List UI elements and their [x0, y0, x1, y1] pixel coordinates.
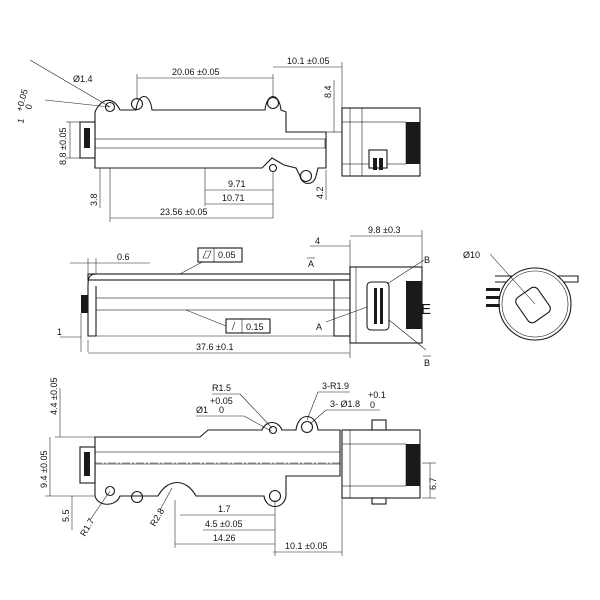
side-frame-top: [87, 273, 351, 281]
top-dim-20-06: 20.06 ±0.05: [172, 67, 219, 77]
bottom-dim-tol-top: +0.05: [210, 396, 233, 406]
bottom-dim-tol2-top: +0.1: [368, 390, 386, 400]
top-frame-outline: [94, 95, 327, 185]
top-dim-hole-diameter: Ø1.4: [73, 74, 93, 84]
bottom-dim-10-1: 10.1 ±0.05: [285, 541, 327, 551]
side-dim-4: 4: [315, 236, 320, 246]
bottom-hole-1: [268, 425, 278, 435]
bottom-dim-d1: Ø1: [196, 405, 208, 415]
side-dim-0-6: 0.6: [117, 252, 130, 262]
bottom-dim-9-4: 9.4 ±0.05: [39, 451, 49, 488]
bottom-dim-5-5: 5.5: [61, 509, 71, 522]
end-view: Ø10: [463, 250, 579, 341]
top-dim-8-4: 8.4: [323, 85, 333, 98]
top-end-bushing: [84, 128, 90, 148]
side-flatness-value: 0.05: [218, 250, 236, 260]
side-bracket: [333, 279, 351, 337]
side-perp-box: [225, 318, 271, 334]
side-flatness-box: [197, 247, 243, 263]
top-dim-tol-bottom: 0: [23, 103, 34, 110]
bottom-dim-r2-8: R2.8: [148, 507, 166, 528]
top-dim-10-71: 10.71: [222, 193, 245, 203]
top-hole-4: [268, 163, 278, 173]
side-frame-left-bend: [87, 273, 97, 337]
bottom-hole-3: [104, 485, 116, 497]
side-motor: [349, 266, 423, 344]
side-dim-1: 1: [57, 327, 62, 337]
bottom-end-bushing: [84, 452, 90, 476]
bottom-dim-1-7: 1.7: [218, 504, 231, 514]
bottom-dim-4-5: 4.5 ±0.05: [205, 519, 242, 529]
side-dim-37-6: 37.6 ±0.1: [196, 342, 233, 352]
side-label-e: E: [421, 301, 431, 318]
side-dim-9-8: 9.8 ±0.3: [368, 225, 400, 235]
side-end-block: [81, 295, 88, 313]
bottom-dim-tol-zero: 0: [219, 405, 224, 415]
side-label-b-bottom: B: [424, 358, 430, 368]
top-dim-4-2: 4.2: [315, 186, 325, 199]
bottom-dim-3-r1-9: 3-R1.9: [322, 381, 349, 391]
side-view: A B A B E 0.6 0.05 4 9.8 ±0.3 0.15: [57, 225, 431, 368]
bottom-lead-screw: [94, 451, 341, 465]
side-label-a-bottom: A: [316, 322, 322, 332]
bottom-frame-outline: [94, 415, 341, 508]
top-view: Ø1.4 +0.05 0 1 20.06 ±0.05 10.1 ±0.05 8.…: [14, 56, 421, 222]
top-dim-10-1: 10.1 ±0.05: [287, 56, 329, 66]
top-dim-23-56: 23.56 ±0.05: [160, 207, 207, 217]
bottom-dim-r1-7: R1.7: [78, 517, 96, 538]
top-hole-5: [299, 169, 313, 183]
end-dim-d10: Ø10: [463, 250, 480, 260]
bottom-view: 4.4 ±0.05 9.4 ±0.05 5.5 R1.7 R2.8 R1.5 +…: [39, 378, 438, 556]
top-hole-3: [266, 96, 280, 110]
top-dim-tol-base: 1: [15, 117, 26, 124]
side-label-a-top: A: [308, 259, 314, 269]
side-perp-value: 0.15: [246, 322, 264, 332]
bottom-dim-3-d1-8: 3- Ø1.8: [330, 399, 360, 409]
bottom-hole-4: [268, 489, 282, 503]
top-lead-screw: [94, 138, 326, 149]
top-dim-9-71: 9.71: [228, 179, 246, 189]
side-lead-screw: [95, 297, 351, 311]
top-dim-8-8: 8.8 ±0.05: [58, 128, 68, 165]
top-dim-3-8: 3.8: [89, 193, 99, 206]
bottom-dim-14-26: 14.26: [213, 533, 236, 543]
side-label-b-top: B: [424, 255, 430, 265]
bottom-dim-6-7: 6.7: [428, 477, 438, 490]
bottom-dim-r1-5: R1.5: [212, 383, 231, 393]
bottom-hole-5: [130, 490, 144, 504]
bottom-dim-4-4: 4.4 ±0.05: [49, 378, 59, 415]
bottom-motor: [341, 419, 421, 505]
top-hole-left: [104, 101, 116, 113]
top-motor: [341, 107, 421, 177]
bottom-dim-tol2-zero: 0: [370, 400, 375, 410]
bottom-hole-2: [300, 420, 314, 434]
